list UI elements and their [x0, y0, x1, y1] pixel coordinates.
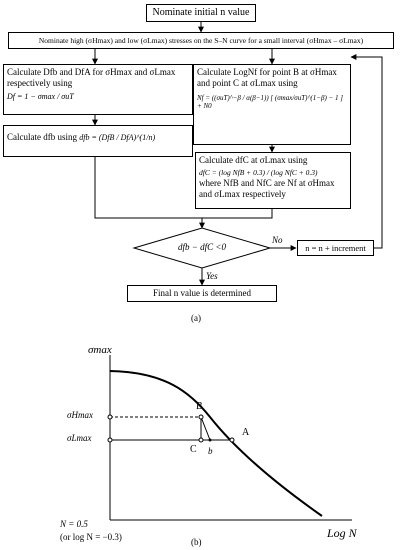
calc-dfc-box: Calculate dfC at σLmax using dfC = (log … — [195, 152, 351, 209]
stress-select-text: Nominate high (σHmax) and low (σLmax) st… — [38, 36, 364, 45]
point-C-label: C — [190, 444, 197, 455]
yes-label: Yes — [206, 271, 218, 281]
sigma-hmax-label: σHmax — [67, 410, 93, 420]
point-B-marker — [198, 414, 204, 420]
y-tick-lmax — [107, 437, 113, 443]
caption-a: (a) — [191, 313, 201, 323]
calc-dfc-line2: where NfB and NfC are Nf at σHmax — [199, 177, 335, 188]
point-A-marker — [229, 437, 235, 443]
calc-D-line1: Calculate Dfb and DfA for σHmax and σLma… — [7, 67, 176, 77]
caption-b: (b) — [191, 537, 202, 547]
calc-dfb-text: Calculate dfb using — [7, 132, 77, 142]
calc-logN-line2: and point C at σLmax using — [197, 78, 298, 89]
arrow-loop-back — [350, 54, 383, 249]
no-label: No — [272, 235, 283, 245]
calc-logN-formula: Nf = ((σuT)^−β / α(β−1)) [ (σmax/σuT)^(1… — [197, 93, 343, 111]
start-box: Nominate initial n value — [146, 4, 256, 22]
calc-D-formula: Df = 1 − σmax / σuT — [7, 91, 74, 101]
calc-logN-line1: Calculate LogNf for point B at σHmax — [197, 67, 337, 77]
point-b-label: b — [208, 446, 213, 456]
calc-logN-box: Calculate LogNf for point B at σHmax and… — [193, 64, 351, 145]
y-axis-label: σmax — [88, 344, 112, 356]
calc-D-box: Calculate Dfb and DfA for σHmax and σLma… — [3, 64, 193, 115]
calc-D-line2: respectively using — [7, 78, 73, 89]
increment-box: n = n + increment — [297, 240, 374, 256]
increment-text: n = n + increment — [305, 243, 366, 253]
final-box: Final n value is determined — [127, 285, 277, 302]
line-B-to-b — [200, 416, 211, 441]
line-dfb-to-junction — [94, 157, 202, 219]
sn-curve — [109, 370, 323, 517]
decision-text: dfb − dfC <0 — [178, 242, 226, 252]
note-logN: (or log N = −0.3) — [60, 532, 122, 542]
sigma-lmax-label: σLmax — [67, 433, 92, 443]
calc-dfb-box: Calculate dfb using dfb = (DfB / DfA)^(1… — [3, 125, 193, 157]
decision-diamond — [132, 227, 272, 269]
point-C-marker — [198, 437, 204, 443]
calc-dfc-formula: dfC = (log NfB + 0.3) / (log NfC + 0.3) — [199, 168, 318, 178]
y-tick-hmax — [107, 414, 113, 420]
calc-dfc-line1: Calculate dfC at σLmax using — [199, 155, 308, 165]
start-text: Nominate initial n value — [152, 7, 250, 18]
point-b-marker — [208, 438, 212, 442]
point-A-label: A — [242, 427, 250, 438]
calc-dfb-formula: dfb = (DfB / DfA)^(1/n) — [79, 133, 156, 142]
line-dfc-to-junction — [202, 209, 273, 219]
note-N: N = 0.5 — [60, 519, 88, 529]
final-text: Final n value is determined — [153, 288, 251, 298]
x-axis-label: Log N — [327, 526, 357, 540]
point-B-label: B — [196, 401, 203, 412]
calc-dfc-line3: and σLmax respectively — [199, 188, 286, 199]
stress-select-box: Nominate high (σHmax) and low (σLmax) st… — [8, 32, 394, 49]
